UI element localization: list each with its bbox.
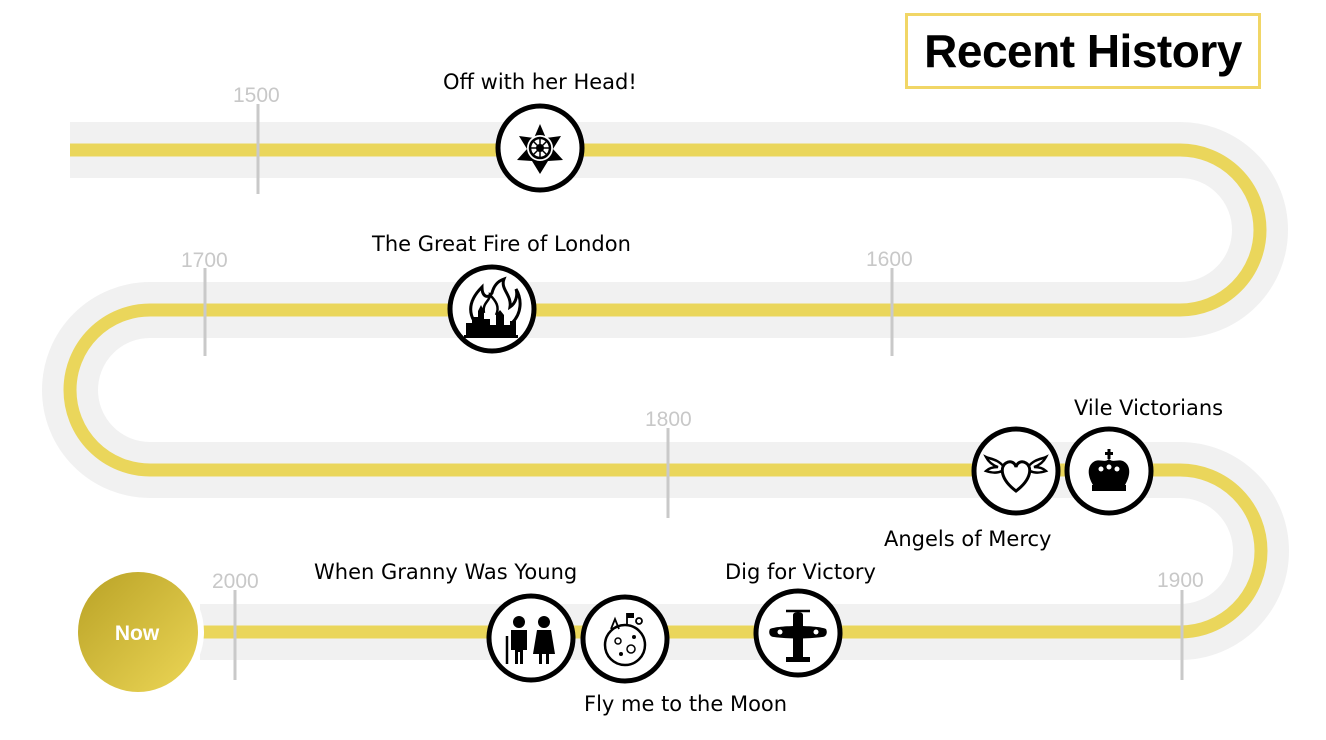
event-label-dig-for-victory: Dig for Victory [725,560,876,584]
now-marker: Now [72,566,204,698]
year-label-1500: 1500 [233,84,280,107]
spitfire-plane-icon [753,588,843,678]
moon-landing-icon [580,594,670,684]
event-label-vile-victorians: Vile Victorians [1074,396,1224,420]
year-label-2000: 2000 [212,570,259,593]
title-box: Recent History [905,13,1261,89]
now-label: Now [115,622,160,645]
winged-heart-icon [971,426,1061,516]
event-label-granny-was-young: When Granny Was Young [314,560,578,584]
event-label-great-fire: The Great Fire of London [372,232,631,256]
year-label-1700: 1700 [181,249,228,272]
timeline-line [63,143,1268,639]
elderly-couple-icon [486,593,576,683]
tudor-rose-icon [495,103,585,193]
year-label-1600: 1600 [866,248,913,271]
event-label-off-with-her-head: Off with her Head! [443,70,637,94]
year-label-1900: 1900 [1157,569,1204,592]
burning-city-icon [447,264,537,354]
page-title: Recent History [924,25,1242,77]
crown-icon [1064,426,1154,516]
timeline-track [42,122,1289,660]
year-label-1800: 1800 [645,408,692,431]
event-label-angels-of-mercy: Angels of Mercy [884,527,1052,551]
event-label-fly-me-to-the-moon: Fly me to the Moon [584,692,788,716]
